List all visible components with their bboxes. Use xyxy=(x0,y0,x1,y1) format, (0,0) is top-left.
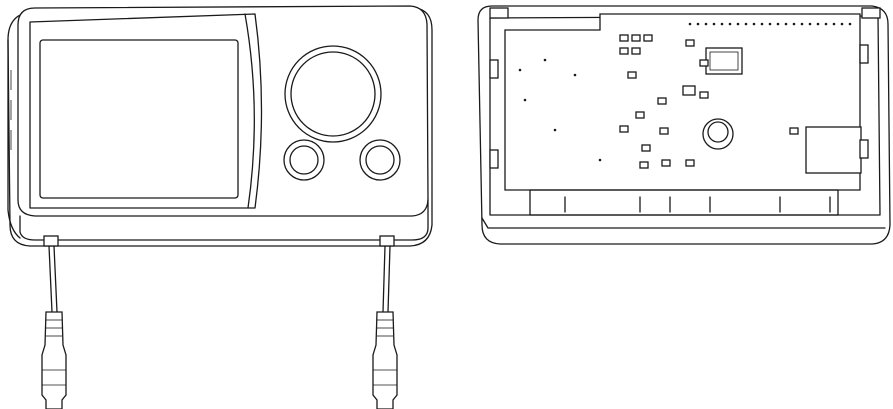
screen-frame xyxy=(29,13,263,209)
left-connector xyxy=(41,311,67,409)
component xyxy=(682,85,696,96)
mounting-hole xyxy=(523,98,527,102)
smd-component xyxy=(685,39,695,47)
header-pin xyxy=(792,22,796,26)
device-front-view xyxy=(7,5,433,247)
header-pin xyxy=(776,22,780,26)
header-pin xyxy=(784,22,788,26)
smd-component xyxy=(699,59,709,67)
mounting-hole xyxy=(543,58,547,62)
smd-component xyxy=(789,127,799,135)
smd-component xyxy=(619,34,629,42)
header-pin xyxy=(696,22,700,26)
header-pin xyxy=(816,22,820,26)
bottom-connector-rail xyxy=(529,189,839,216)
smd-component xyxy=(627,71,637,79)
smd-component xyxy=(631,47,641,55)
rotary-knob-inner xyxy=(290,51,376,137)
screen-bezel-curve xyxy=(244,13,255,209)
mounting-hole xyxy=(518,68,522,72)
mounting-hole xyxy=(573,73,577,77)
header-pin xyxy=(760,22,764,26)
screen-display xyxy=(39,39,239,199)
smd-component xyxy=(659,127,669,135)
smd-component xyxy=(657,97,667,105)
smd-component xyxy=(661,159,671,167)
relay-block xyxy=(805,126,862,174)
connector-slots xyxy=(564,196,831,213)
right-connector xyxy=(372,311,398,409)
header-pin xyxy=(744,22,748,26)
capacitor xyxy=(702,118,734,150)
smd-component xyxy=(619,125,629,133)
header-pin xyxy=(728,22,732,26)
right-terminal xyxy=(379,235,395,247)
header-pin xyxy=(800,22,804,26)
header-pin xyxy=(688,22,692,26)
mounting-hole xyxy=(553,128,557,132)
pcb xyxy=(504,13,861,191)
smd-component xyxy=(631,34,641,42)
left-button xyxy=(289,145,319,175)
header-pin xyxy=(720,22,724,26)
header-pin xyxy=(712,22,716,26)
smd-component xyxy=(641,144,651,152)
smd-component xyxy=(685,159,695,167)
header-pin xyxy=(824,22,828,26)
header-pin xyxy=(808,22,812,26)
left-cable xyxy=(41,235,67,409)
side-clips xyxy=(489,7,881,169)
smd-components xyxy=(518,34,799,169)
smd-component xyxy=(699,91,709,99)
smd-component xyxy=(639,161,649,169)
smd-component xyxy=(643,34,653,42)
device-open-view xyxy=(477,5,891,245)
device-side-edge xyxy=(7,39,21,239)
header-pin xyxy=(832,22,836,26)
header-pin xyxy=(840,22,844,26)
mounting-hole xyxy=(598,158,602,162)
right-button xyxy=(365,145,395,175)
header-pin xyxy=(752,22,756,26)
header-pin xyxy=(848,22,852,26)
smd-component xyxy=(635,111,645,119)
smd-component xyxy=(619,47,629,55)
header-pin xyxy=(736,22,740,26)
header-pin xyxy=(768,22,772,26)
right-cable xyxy=(372,235,398,409)
header-pin xyxy=(704,22,708,26)
rotary-knob-outer xyxy=(284,45,382,143)
device-lower-rim xyxy=(19,199,429,241)
left-terminal xyxy=(43,235,59,247)
tray-rim xyxy=(481,217,886,229)
pcb-header-pins xyxy=(688,22,852,26)
